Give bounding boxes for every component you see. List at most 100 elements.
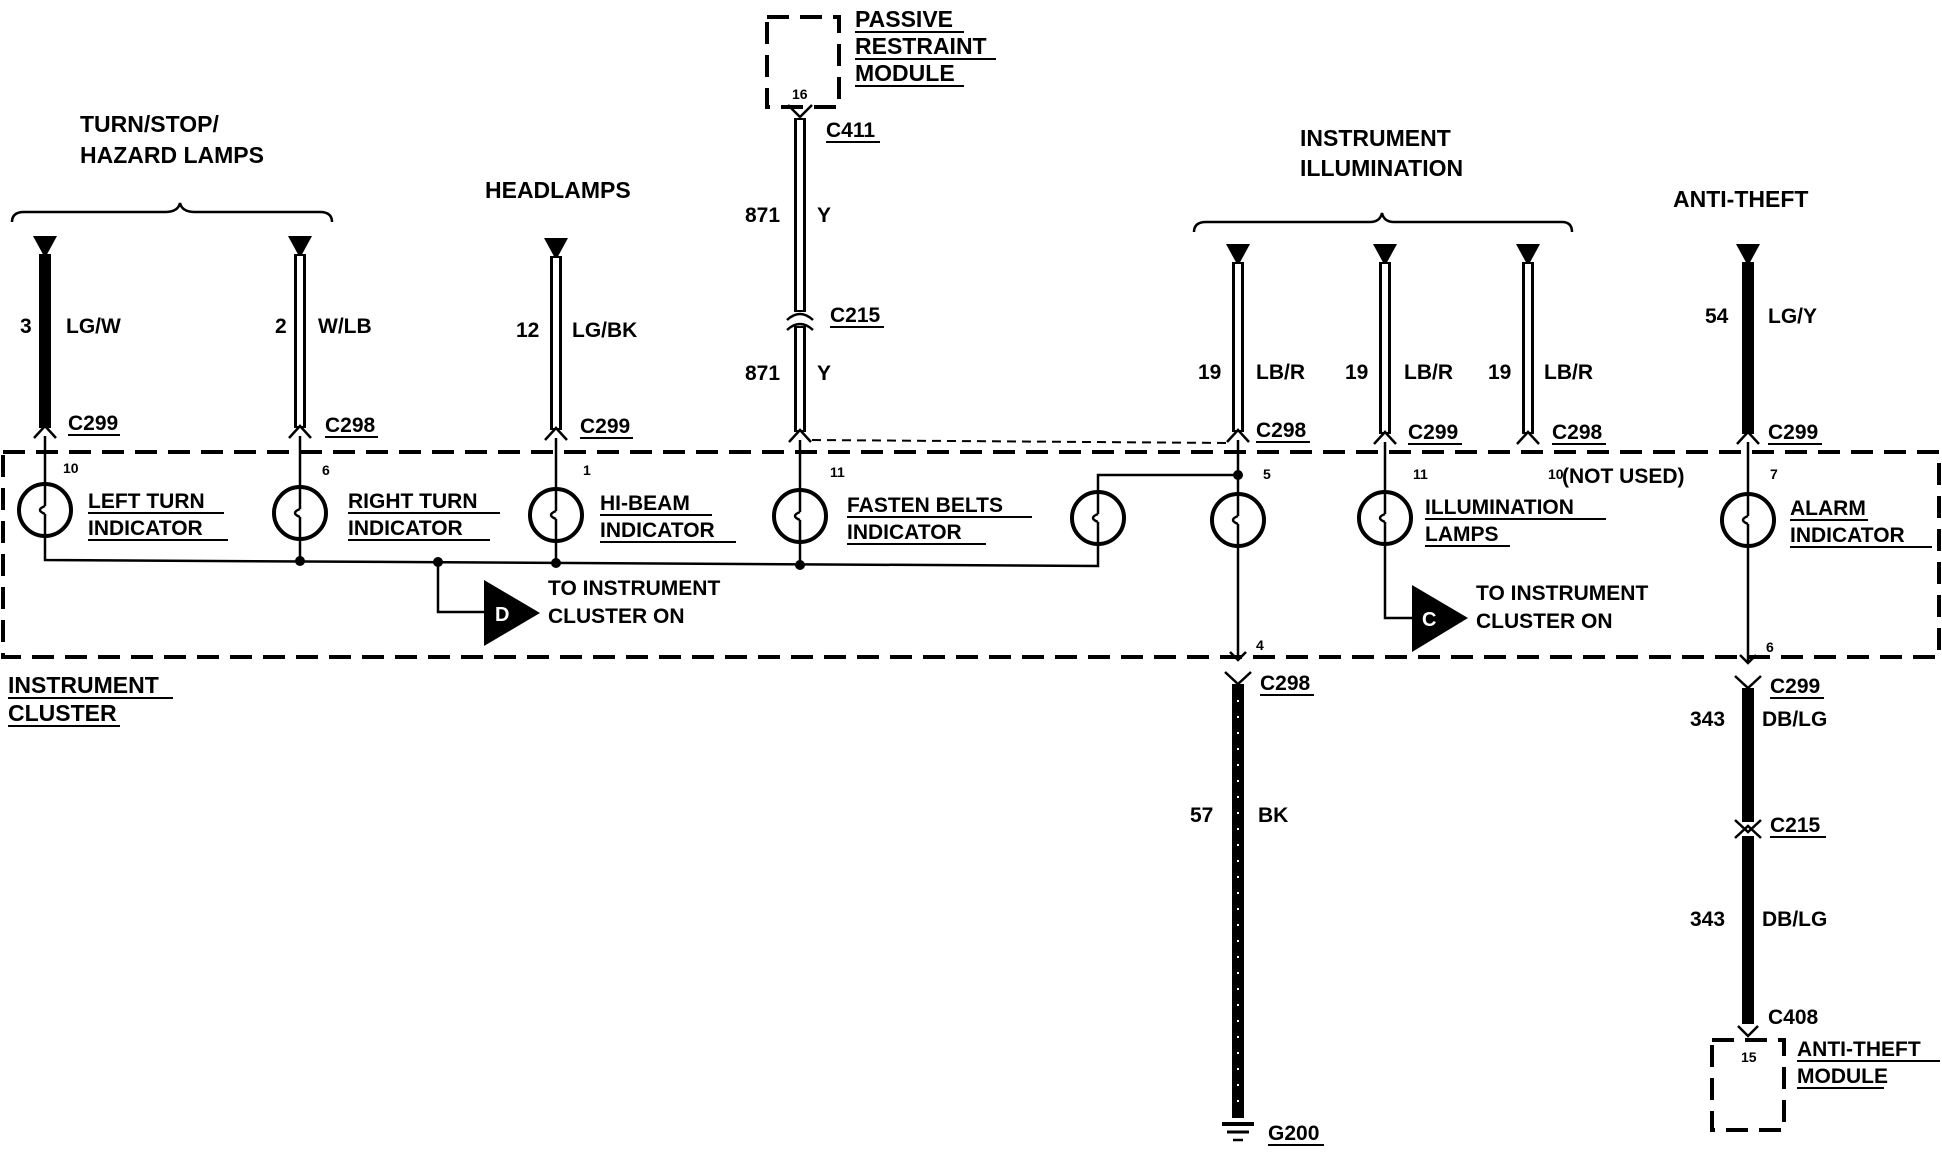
fasten-belts-indicator-line2: INDICATOR <box>847 521 962 544</box>
passive-restraint-label-line1: PASSIVE <box>855 6 953 32</box>
fasten-belts-upper-circuit: 871 <box>745 204 780 227</box>
anti-theft-upper-color: DB/LG <box>1762 708 1827 731</box>
ground-point: G200 <box>1268 1122 1319 1145</box>
alarm-indicator-line2: INDICATOR <box>1790 524 1905 547</box>
left-turn-connector: C299 <box>68 412 118 435</box>
group-label-anti-theft: ANTI-THEFT <box>1673 186 1808 212</box>
instrument-cluster-label-line2: CLUSTER <box>8 700 117 726</box>
alarm-circuit: 54 <box>1705 305 1729 328</box>
right-turn-circuit: 2 <box>275 315 287 338</box>
illumination-indicator-line1: ILLUMINATION <box>1425 496 1574 519</box>
left-turn-indicator-line1: LEFT TURN <box>88 490 205 513</box>
anti-theft-module-line1: ANTI-THEFT <box>1797 1038 1921 1061</box>
fasten-belts-pin: 11 <box>830 464 845 480</box>
hi-beam-pin: 1 <box>583 462 591 478</box>
hi-beam-circuit: 12 <box>516 319 539 342</box>
fasten-belts-c411: C411 <box>826 119 875 142</box>
fasten-belts-indicator-line1: FASTEN BELTS <box>847 494 1003 517</box>
anti-theft-module-line2: MODULE <box>1797 1065 1888 1088</box>
group-label-illumination-line2: ILLUMINATION <box>1300 155 1463 181</box>
illum-3-connector: C298 <box>1552 421 1603 444</box>
anti-theft-module-box <box>1710 1038 1786 1132</box>
alarm-color: LG/Y <box>1768 305 1817 328</box>
bulb-left-turn <box>17 482 73 538</box>
instrument-cluster-label-line1: INSTRUMENT <box>8 672 159 698</box>
circuit-right-turn: 2 W/LB C298 6 <box>275 236 378 492</box>
hi-beam-indicator-line1: HI-BEAM <box>600 492 690 515</box>
hi-beam-connector: C299 <box>580 415 630 438</box>
ground-connector: C298 <box>1260 672 1311 695</box>
anti-theft-upper-pin: 6 <box>1766 639 1774 655</box>
illum-1-circuit: 19 <box>1198 361 1221 384</box>
bulb-illumination-2 <box>1357 490 1413 546</box>
circuit-illumination-3: 19 LB/R C298 10 (NOT USED) <box>1488 244 1685 488</box>
alarm-connector: C299 <box>1768 421 1818 444</box>
hi-beam-color: LG/BK <box>572 319 637 342</box>
illumination-indicator-line2: LAMPS <box>1425 523 1499 546</box>
ground-pin: 4 <box>1256 637 1264 653</box>
instrument-cluster-box <box>1 450 1941 659</box>
fasten-belts-upper-color: Y <box>817 204 831 227</box>
left-turn-color: LG/W <box>66 315 121 338</box>
brace-turn-stop <box>10 202 334 223</box>
fasten-belts-c215: C215 <box>830 304 881 327</box>
reference-d-letter: D <box>495 604 509 626</box>
left-turn-circuit: 3 <box>20 315 32 338</box>
bulb-alarm <box>1720 492 1776 548</box>
hi-beam-indicator-line2: INDICATOR <box>600 519 715 542</box>
reference-d-line2: CLUSTER ON <box>548 605 685 628</box>
right-turn-indicator-line2: INDICATOR <box>348 517 463 540</box>
reference-d-line1: TO INSTRUMENT <box>548 577 720 600</box>
circuit-illumination-1: 19 LB/R C298 5 <box>1198 244 1310 500</box>
anti-theft-module-pin: 15 <box>1741 1049 1757 1065</box>
illum-3-color: LB/R <box>1544 361 1593 384</box>
reference-c-line1: TO INSTRUMENT <box>1476 582 1648 605</box>
illum-2-pin: 11 <box>1413 466 1428 482</box>
bulb-hi-beam <box>528 487 584 543</box>
reference-c-line2: CLUSTER ON <box>1476 610 1613 633</box>
passive-restraint-label-line3: MODULE <box>855 60 955 86</box>
circuit-left-turn: 3 LG/W C299 10 <box>20 236 121 490</box>
dashed-splice-line <box>811 439 1231 444</box>
passive-restraint-module-box <box>765 15 841 109</box>
reference-d: D <box>436 562 540 646</box>
right-turn-pin: 6 <box>322 462 330 478</box>
bulb-fasten-belts <box>772 488 828 544</box>
anti-theft-lower-color: DB/LG <box>1762 908 1827 931</box>
illum-3-circuit: 19 <box>1488 361 1511 384</box>
group-label-headlamps: HEADLAMPS <box>485 177 631 203</box>
illum-1-color: LB/R <box>1256 361 1305 384</box>
fasten-belts-lower-circuit: 871 <box>745 362 780 385</box>
group-label-illumination-line1: INSTRUMENT <box>1300 125 1451 151</box>
anti-theft-c408: C408 <box>1768 1006 1819 1029</box>
group-label-turn-stop-line2: HAZARD LAMPS <box>80 142 264 168</box>
circuit-alarm: 54 LG/Y C299 7 <box>1705 244 1822 495</box>
right-turn-connector: C298 <box>325 414 376 437</box>
ground-circuit: 57 <box>1190 804 1213 827</box>
ground-color: BK <box>1258 804 1288 827</box>
alarm-indicator-line1: ALARM <box>1790 497 1866 520</box>
anti-theft-upper-connector: C299 <box>1770 675 1820 698</box>
circuit-illumination-2: 19 LB/R C299 11 <box>1345 244 1462 495</box>
illum-2-color: LB/R <box>1404 361 1453 384</box>
circuit-fasten-belts: 871 Y C411 C215 871 Y 11 <box>745 104 884 495</box>
circuit-hi-beam: 12 LG/BK C299 1 <box>516 238 637 492</box>
anti-theft-upper-circuit: 343 <box>1690 708 1725 731</box>
internal-common-bus <box>43 470 1243 570</box>
illum-1-connector: C298 <box>1256 419 1307 442</box>
illum-3-not-used: (NOT USED) <box>1562 465 1685 488</box>
brace-illumination <box>1192 212 1574 233</box>
illum-1-pin: 5 <box>1263 466 1271 482</box>
fasten-belts-lower-color: Y <box>817 362 831 385</box>
bulb-illumination-1 <box>1210 492 1266 548</box>
group-label-turn-stop-line1: TURN/STOP/ <box>80 111 219 137</box>
circuit-anti-theft: 6 C299 343 DB/LG C215 343 DB/LG C408 <box>1690 546 1827 1038</box>
illum-2-circuit: 19 <box>1345 361 1368 384</box>
right-turn-color: W/LB <box>318 315 372 338</box>
anti-theft-lower-circuit: 343 <box>1690 908 1725 931</box>
left-turn-pin: 10 <box>63 460 79 476</box>
alarm-pin: 7 <box>1770 466 1778 482</box>
passive-restraint-label-line2: RESTRAINT <box>855 33 987 59</box>
illum-2-connector: C299 <box>1408 421 1458 444</box>
reference-c-letter: C <box>1422 609 1436 631</box>
